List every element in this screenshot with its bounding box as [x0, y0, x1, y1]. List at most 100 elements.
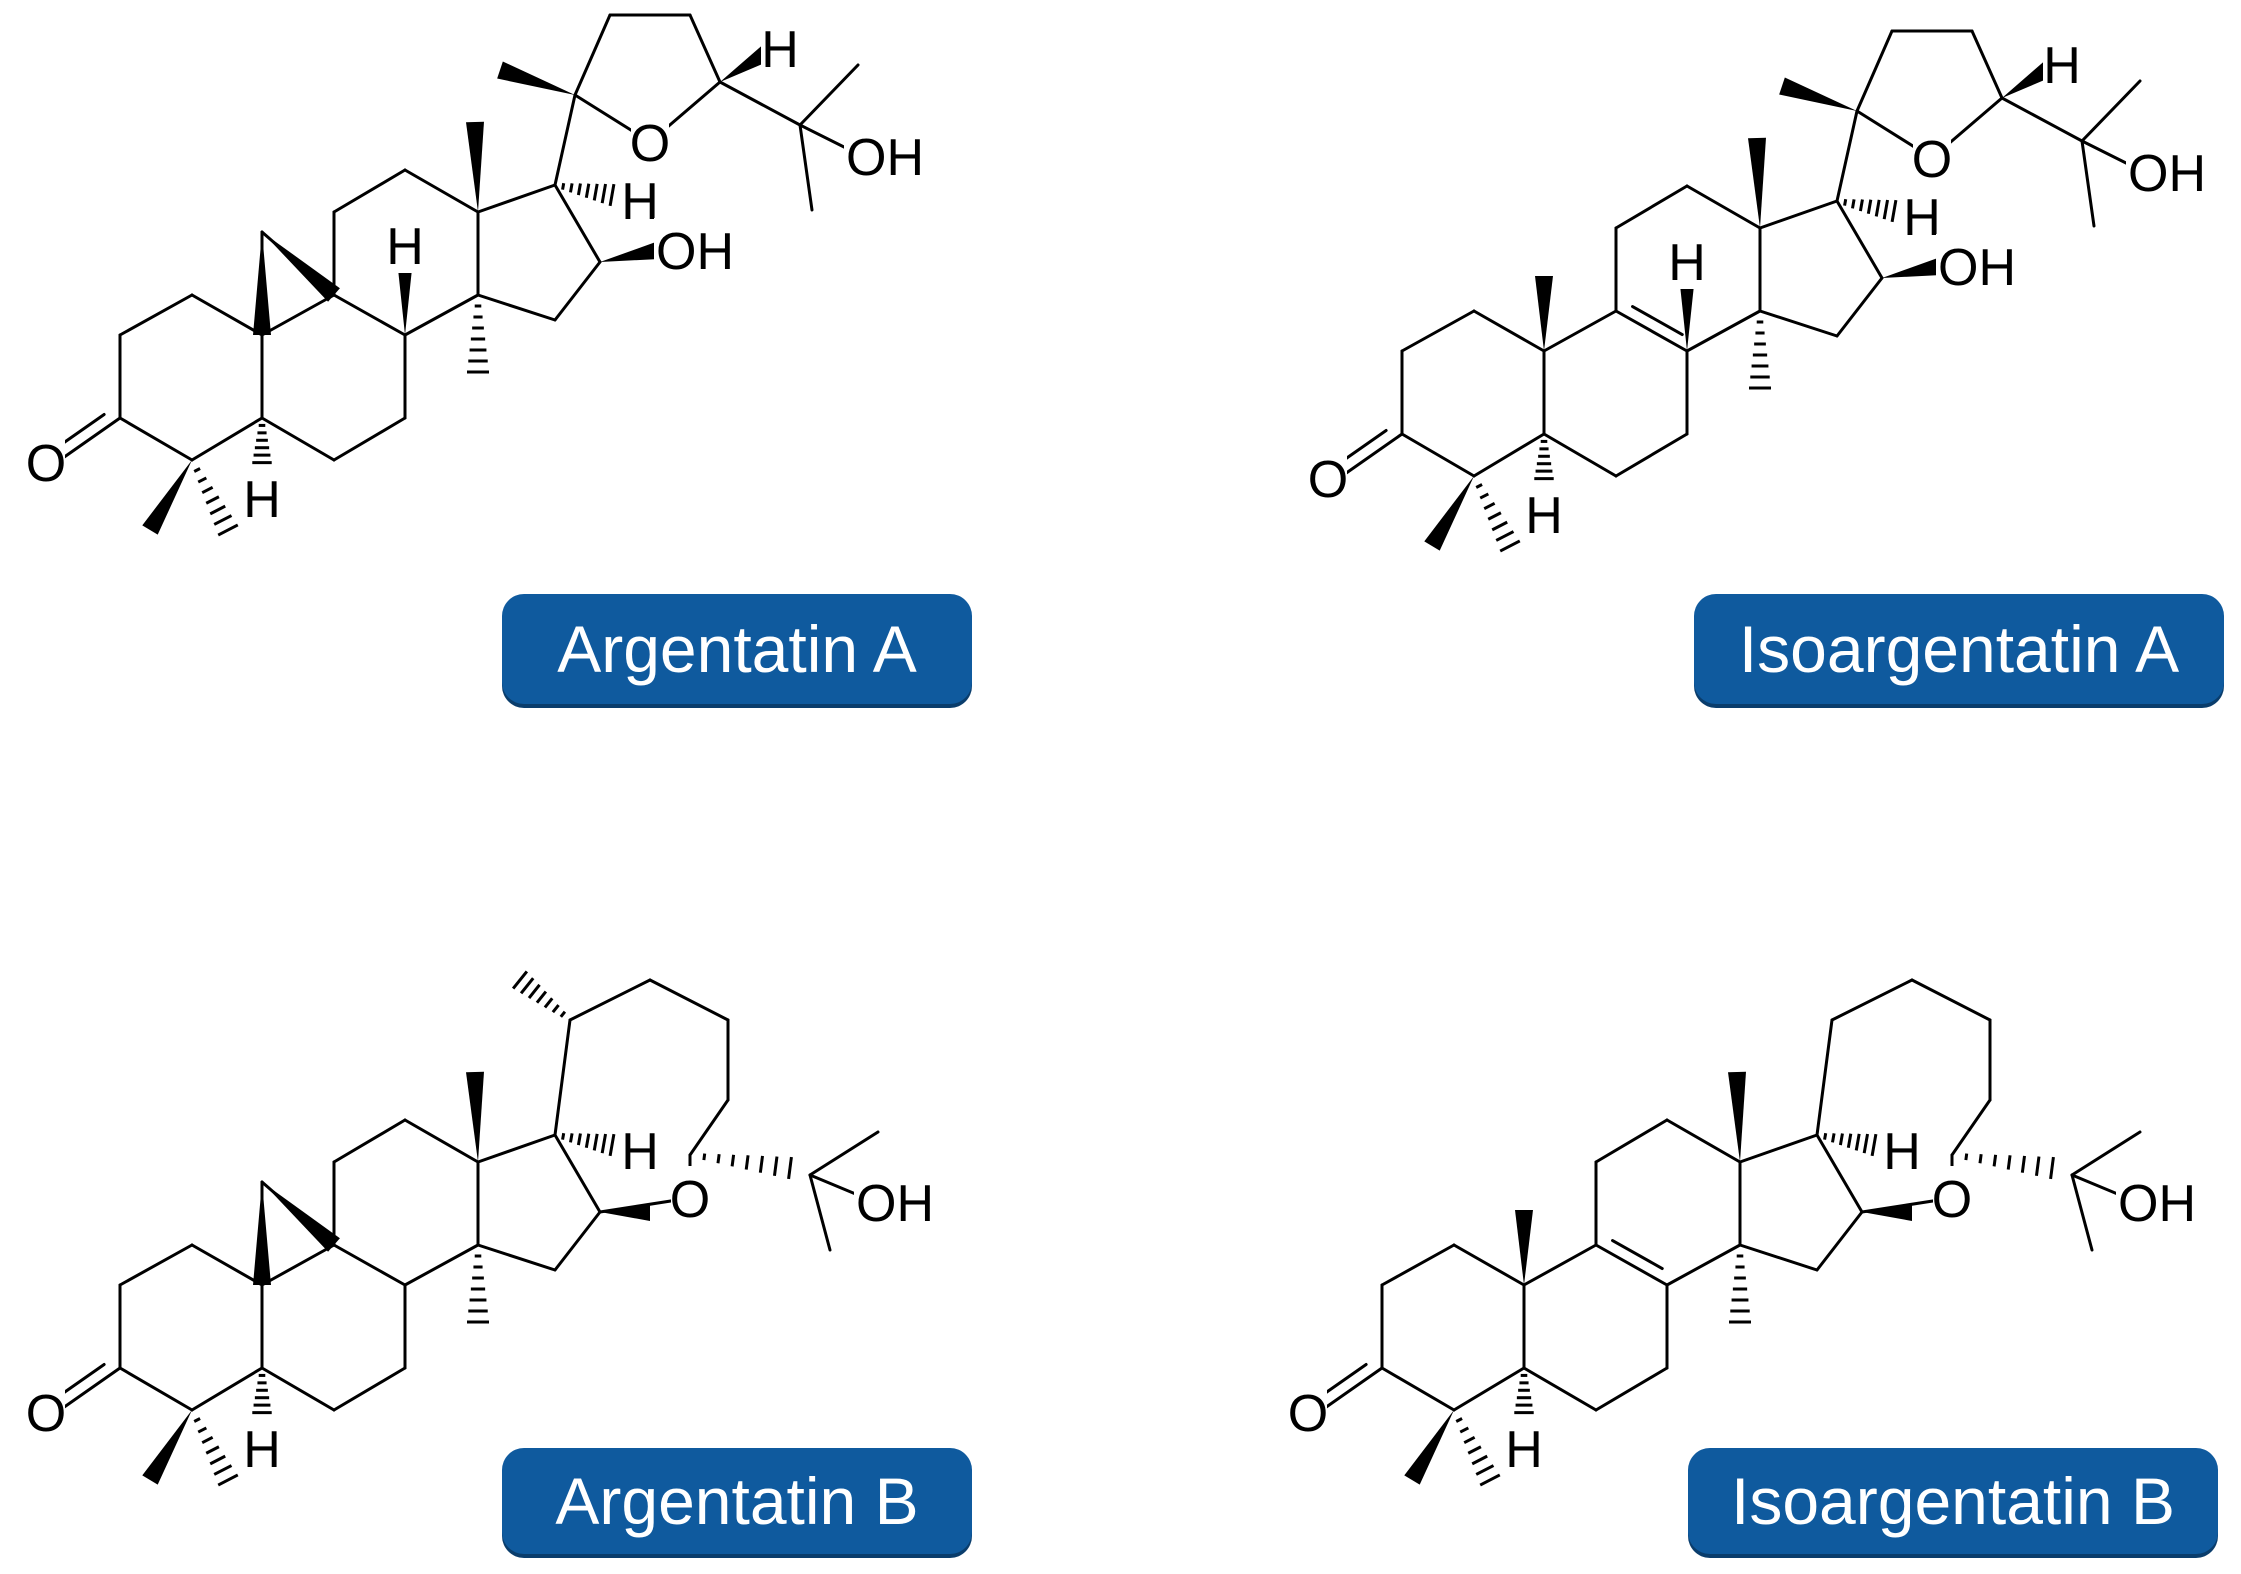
bond — [190, 293, 264, 337]
label-argentatin-b: Argentatin B — [502, 1448, 972, 1554]
c16-o-wedge — [1862, 1203, 1912, 1221]
bond — [1685, 309, 1762, 353]
bond — [688, 1098, 730, 1157]
ring-oxygen: O — [670, 1171, 710, 1229]
bond — [118, 1243, 194, 1287]
ketone-oxygen: O — [1308, 451, 1348, 509]
bond — [1665, 1243, 1742, 1287]
h8-label-bg — [386, 213, 424, 273]
h5-label-bg — [1505, 1416, 1543, 1476]
cyclopropane-wedge — [253, 232, 271, 335]
bond — [553, 260, 602, 322]
oh25-label-bg — [2126, 140, 2194, 200]
c18-methyl-wedge — [1728, 1071, 1746, 1162]
double-bond-c8-c9-inner — [1611, 1239, 1664, 1271]
bond — [403, 1118, 480, 1164]
ketone-oxygen: O — [26, 435, 66, 493]
double-bond-c8-c9-inner — [1631, 305, 1684, 337]
h17-label-bg — [1883, 1118, 1921, 1178]
bond — [1815, 1018, 1834, 1137]
c25-hash — [702, 1153, 793, 1180]
bond — [260, 1243, 336, 1287]
bond — [1835, 199, 1884, 280]
bond — [1910, 978, 1992, 1022]
h5-label: H — [243, 1421, 281, 1479]
bond — [1815, 1210, 1864, 1272]
ketone-double-bond-inner — [1342, 428, 1388, 462]
bond — [332, 1118, 407, 1164]
bond — [332, 1366, 407, 1412]
c5-h-hash — [1513, 1373, 1535, 1422]
h17-label: H — [621, 173, 659, 231]
c30-methyl-hash — [1729, 1254, 1751, 1324]
h24-label-bg — [761, 16, 799, 76]
bond — [1665, 1118, 1742, 1164]
bond — [190, 1243, 264, 1287]
ketone-oxygen: O — [1288, 1385, 1328, 1443]
h8-label: H — [386, 218, 424, 276]
double-bond-c8-c9 — [1594, 1243, 1669, 1287]
c30-methyl-hash — [467, 1254, 489, 1324]
c18-methyl-wedge — [466, 121, 484, 212]
ketone-double-bond — [58, 416, 122, 462]
bond — [553, 183, 602, 264]
c5-h-hash — [251, 423, 273, 472]
h24-label: H — [761, 21, 799, 79]
ketone-double-bond — [58, 1366, 122, 1412]
c27-methyl — [2080, 139, 2096, 228]
bond — [1542, 309, 1618, 353]
oh16-label-bg — [654, 218, 722, 278]
bond — [332, 168, 407, 214]
bond — [718, 80, 802, 127]
ring-oxygen: O — [1912, 131, 1952, 189]
c16-o-wedge — [600, 1203, 650, 1221]
ring-oxygen-bg — [1933, 1166, 1971, 1226]
h24-wedge — [2002, 60, 2055, 98]
c30-methyl-hash — [1749, 320, 1771, 390]
oh25-label: OH — [856, 1175, 934, 1233]
oh25-label-bg — [2116, 1170, 2184, 1230]
c4-methyl-hash — [193, 467, 239, 537]
cyclopropane-wedge — [262, 1182, 340, 1252]
h17-hash — [1823, 1132, 1878, 1157]
bond — [1400, 432, 1476, 478]
bond — [1472, 432, 1546, 478]
c19-methyl-wedge — [1515, 1210, 1533, 1285]
c5-h-hash — [1533, 439, 1555, 488]
c26-methyl — [808, 1130, 880, 1177]
oh25-label: OH — [846, 129, 924, 187]
h17-label-bg — [621, 1118, 659, 1178]
ketone-oxygen-bg — [1289, 1380, 1327, 1440]
bond — [476, 293, 557, 322]
bond — [332, 1243, 407, 1287]
h5-label-bg — [1525, 482, 1563, 542]
ring-oxygen: O — [630, 115, 670, 173]
oh16-wedge — [1882, 257, 1944, 278]
bond — [1815, 1133, 1864, 1214]
h17-hash — [561, 1132, 616, 1157]
h17-label-bg — [621, 168, 659, 228]
bond — [1835, 109, 1859, 203]
bond — [1380, 1243, 1456, 1287]
bond — [1614, 432, 1689, 478]
h24-wedge — [720, 44, 773, 82]
ketone-double-bond-inner — [60, 1362, 106, 1396]
bond — [553, 1210, 602, 1272]
ketone-oxygen: O — [26, 1385, 66, 1443]
h5-label-bg — [243, 1416, 281, 1476]
bond — [573, 13, 612, 97]
c30-methyl-hash — [467, 304, 489, 374]
ketone-double-bond-inner — [1322, 1362, 1368, 1396]
bond — [403, 168, 480, 214]
oh25-label: OH — [2118, 1175, 2196, 1233]
label-isoargentatin-a: Isoargentatin A — [1694, 594, 2224, 704]
ketone-double-bond-inner — [60, 412, 106, 446]
bond — [1522, 1243, 1598, 1287]
c19-methyl-wedge — [1535, 276, 1553, 351]
ring-oxygen-bg — [631, 110, 669, 170]
